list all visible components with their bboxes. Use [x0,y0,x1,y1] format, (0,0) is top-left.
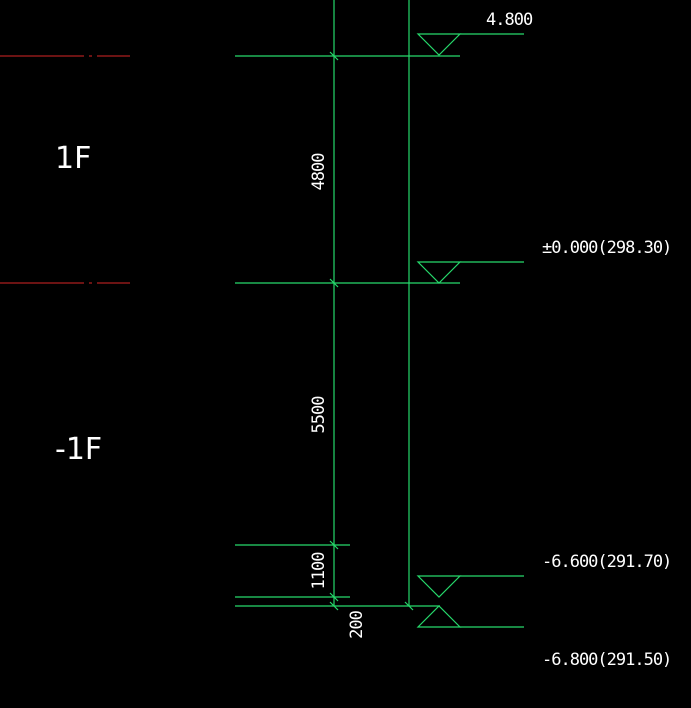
tick-0000 [329,278,339,288]
elevation-marker-4800 [416,33,524,56]
floor-label-b1: -1F [55,432,102,467]
elevation-label-0000: ±0.000(298.30) [542,238,671,258]
elevation-marker-6600 [416,575,524,598]
elevation-marker-0000 [416,261,524,284]
elevation-label-6600: -6.600(291.70) [542,552,671,572]
tick-wall-606 [404,601,414,611]
dimension-label-5500: 5500 [309,396,329,434]
elevation-label-6800: -6.800(291.50) [542,650,671,670]
tick-1100 [329,540,339,550]
dimension-label-4800: 4800 [309,153,329,191]
floor-label-1f: 1F [55,141,91,176]
tick-4800 [329,51,339,61]
dimension-lines [235,0,524,628]
tick-606 [329,601,339,611]
tick-597 [329,592,339,602]
elevation-label-4800: 4.800 [486,10,533,30]
dimension-label-1100: 1100 [309,552,329,590]
dimension-label-200: 200 [347,610,367,638]
elevation-marker-6800 [416,605,524,628]
floor-axis-lines [0,55,130,284]
